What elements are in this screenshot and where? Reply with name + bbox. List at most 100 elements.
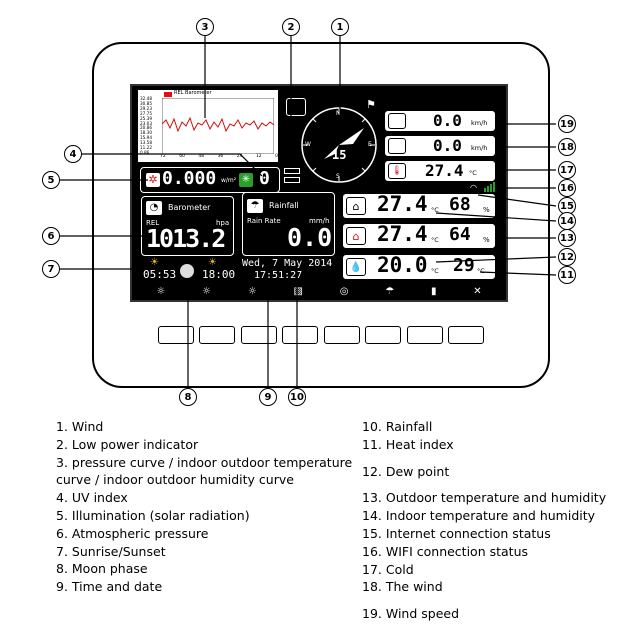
y-tick: 29.23 <box>140 105 152 111</box>
y-tick: 30.85 <box>140 100 152 106</box>
physical-buttons <box>158 326 484 346</box>
sunrise-tab-icon: ☼ <box>202 285 212 297</box>
low-power-indicator <box>284 164 304 186</box>
indoor-humidity: 68 <box>449 194 471 215</box>
sunset-time: 18:00 <box>202 268 236 281</box>
callout-3: 3 <box>196 18 214 36</box>
rainfall-value: 0.0 <box>287 223 333 252</box>
uv-icon: ✳ <box>239 173 253 187</box>
battery-icon <box>284 168 300 174</box>
barometer-chart: REL Barometer 32.48 30.85 29.23 27.75 25… <box>138 90 278 162</box>
wind-direction-value: 15 <box>332 148 347 162</box>
legend-item: 15. Internet connection status <box>362 525 551 541</box>
callout-10: 10 <box>288 388 306 406</box>
wind-speed-icon <box>388 113 406 129</box>
graph-tab-icon: ▧ <box>293 285 303 297</box>
x-tick: 60 <box>179 154 185 159</box>
outdoor-temp: 27.4 <box>377 222 428 246</box>
legend-item: 13. Outdoor temperature and humidity <box>362 490 607 506</box>
legend-item: 6. Atmospheric pressure <box>56 525 209 541</box>
rain-tab-icon: ☂ <box>385 285 395 297</box>
y-tick: 0.86 <box>140 149 150 155</box>
device-button[interactable] <box>365 326 402 344</box>
cold-value: 27.4 <box>425 161 464 180</box>
device-button[interactable] <box>323 326 360 344</box>
y-tick: 18.30 <box>140 130 152 136</box>
indoor-temp-unit: °C <box>431 206 439 214</box>
callout-12: 12 <box>558 248 576 266</box>
barometer-unit: hpa <box>216 219 230 227</box>
legend-item: 14. Indoor temperature and humidity <box>362 508 596 524</box>
y-tick: 20.86 <box>140 125 152 131</box>
x-tick: 24 <box>236 154 243 159</box>
outdoor-humidity-unit: % <box>483 236 490 244</box>
legend-item: 2. Low power indicator <box>56 436 199 452</box>
legend-item: 3. pressure curve / indoor outdoor tempe… <box>56 454 353 470</box>
home-icon: ⌂ <box>346 197 366 215</box>
device-button[interactable] <box>282 326 319 344</box>
wind-speed-value: 0.0 <box>433 111 462 130</box>
legend-item: 18. The wind <box>362 579 443 595</box>
rainfall-title: Rainfall <box>269 201 299 210</box>
callout-7: 7 <box>42 260 60 278</box>
barometer-icon: ◔ <box>146 201 162 215</box>
compass-dial <box>301 107 377 183</box>
compass-tab-icon: ◎ <box>339 285 349 297</box>
y-tick: 27.75 <box>140 110 152 116</box>
barometer-rel: REL <box>146 219 160 227</box>
outdoor-humidity: 64 <box>449 224 471 245</box>
callout-16: 16 <box>558 179 576 197</box>
uv-value: 0 <box>259 168 270 189</box>
time-text: 17:51:27 <box>254 270 303 281</box>
pressure-curve <box>162 98 274 154</box>
chart-y-ticks: 32.48 30.85 29.23 27.75 25.39 23.03 20.8… <box>140 96 162 156</box>
screen-icon-bar: ☼ ☼ ☼ ▧ ◎ ☂ ▮ ✕ <box>138 284 500 298</box>
sun-icon: ✲ <box>146 173 160 187</box>
callout-14: 14 <box>558 212 576 230</box>
device-button[interactable] <box>447 326 484 344</box>
barometer-title: Barometer <box>168 203 211 212</box>
device-button[interactable] <box>406 326 443 344</box>
device-button[interactable] <box>199 326 236 344</box>
legend-item: 7. Sunrise/Sunset <box>56 543 166 559</box>
wind-speed-unit: km/h <box>471 119 488 127</box>
barometer-panel: ◔ Barometer REL hpa 1013.2 <box>141 196 234 256</box>
compass-w: W <box>305 141 311 148</box>
moon-icon <box>180 264 194 278</box>
wind-gust-icon <box>388 138 406 154</box>
x-tick: 48 <box>198 154 205 159</box>
date-text: Wed, 7 May 2014 <box>242 258 333 269</box>
cold-box: 🌡 27.4 °C <box>384 160 496 182</box>
legend-item: 4. UV index <box>56 490 128 506</box>
thermometer-icon: 🌡 <box>388 163 406 179</box>
dewpoint-icon: 💧 <box>346 258 366 276</box>
wind-gust-box: 0.0 km/h <box>384 135 496 157</box>
uv-tab-icon: ☼ <box>247 285 257 297</box>
cold-unit: °C <box>469 169 477 177</box>
legend-item: 19. Wind speed <box>362 606 460 622</box>
tools-tab-icon: ✕ <box>473 285 482 297</box>
legend-right: 10. Rainfall 11. Heat index 12. Dew poin… <box>362 418 606 623</box>
callout-11: 11 <box>558 266 576 284</box>
callout-17: 17 <box>558 161 576 179</box>
callout-19: 19 <box>558 115 576 133</box>
legend-item: 8. Moon phase <box>56 561 148 577</box>
legend-item: 17. Cold <box>362 561 414 577</box>
sunset-icon: ☀ <box>208 257 217 268</box>
dew-heat-box: 💧 20.0 °C 29 °C <box>342 253 496 280</box>
y-tick: 25.39 <box>140 115 152 121</box>
rain-rate-label: Rain Rate <box>247 217 281 225</box>
legend-item: curve / indoor outdoor humidity curve <box>56 472 294 488</box>
legend-item: 1. Wind <box>56 419 104 434</box>
heat-unit: °C <box>477 267 485 275</box>
rainfall-panel: ☂ Rainfall Rain Rate mm/h 0.0 <box>242 192 335 256</box>
device-button[interactable] <box>158 326 194 344</box>
compass-e: E <box>368 141 372 148</box>
x-tick: 72 <box>160 154 166 159</box>
y-tick: 23.03 <box>140 120 152 126</box>
sunrise-time: 05:53 <box>143 268 177 281</box>
dew-value: 20.0 <box>377 253 428 277</box>
x-tick: 36 <box>217 154 224 159</box>
wind-compass: N S W E 15 <box>298 104 380 186</box>
